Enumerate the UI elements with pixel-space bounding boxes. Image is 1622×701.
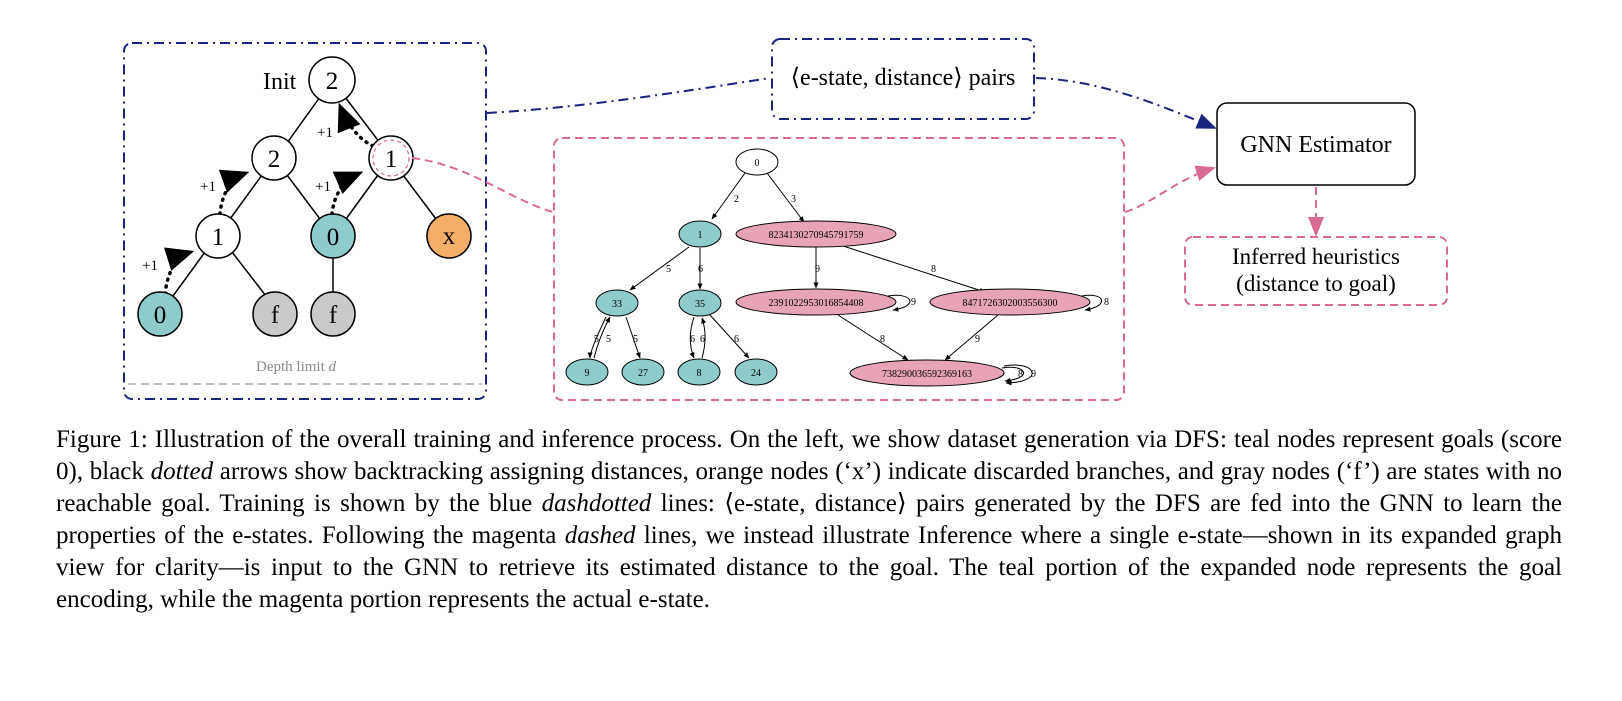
inference-path [411,137,1216,401]
svg-text:8: 8 [697,368,702,379]
svg-text:1: 1 [385,146,398,173]
estate-node-goal: 9 [565,358,609,386]
edge-label: 3 [791,194,796,205]
figure-caption: Figure 1: Illustration of the overall tr… [56,426,1562,613]
estate-node-goal: 35 [678,289,722,317]
training-path: ⟨e-state, distance⟩ pairs [486,38,1217,129]
edge-label: 9 [815,264,820,275]
svg-text:1: 1 [698,230,703,241]
svg-text:33: 33 [612,299,622,310]
tree-node-goal: 0 [137,291,183,337]
estate-node-goal: 8 [677,358,721,386]
svg-text:0: 0 [154,302,167,329]
pairs-label: ⟨e-state, distance⟩ pairs [791,65,1016,91]
edge-label: 2 [734,194,739,205]
pairs-box [771,38,1035,120]
backtrack-arrows [163,102,375,296]
backtrack-label: +1 [200,179,216,195]
estate-node-state: 8234130270945791759 [735,220,897,248]
svg-text:2391022953016854408: 2391022953016854408 [769,298,864,309]
svg-text:0: 0 [327,224,340,251]
dfs-tree-edges [172,96,437,297]
estate-node-state: 738290036592369163 [849,359,1005,387]
edge-label: 6 [700,334,705,345]
edge-label: 9 [911,297,916,308]
svg-text:738290036592369163: 738290036592369163 [882,369,972,380]
svg-text:f: f [329,302,338,329]
svg-text:f: f [271,302,280,329]
pairs-to-gnn-arrow [1035,77,1217,129]
svg-text:9: 9 [585,368,590,379]
tree-node-root: 2 [308,56,356,104]
estate-graph: 2 3 5 6 9 8 5 5 5 6 6 6 9 8 8 9 8 9 0 [565,148,1109,387]
svg-text:2: 2 [268,146,281,173]
edge-label: 8 [880,334,885,345]
svg-text:1: 1 [212,224,225,251]
edge-label: 5 [666,264,671,275]
estate-node-goal: 1 [678,220,722,248]
node-to-estate-line [411,157,554,213]
tree-node-failed: f [310,291,356,337]
tree-node-failed: f [252,291,298,337]
svg-text:GNN Estimator: GNN Estimator [1240,132,1391,158]
depth-limit-label: Depth limit d [256,359,337,375]
svg-text:35: 35 [695,299,705,310]
svg-text:24: 24 [751,368,761,379]
backtrack-labels: +1 +1 +1 +1 [142,125,333,274]
svg-text:8234130270945791759: 8234130270945791759 [769,230,864,241]
training-inference-figure: Depth limit d +1 +1 +1 +1 Init [123,38,1448,401]
svg-text:0: 0 [755,158,760,169]
tree-node-goal: 0 [310,213,356,259]
edge-label: 5 [633,334,638,345]
dfs-to-pairs-line [486,77,771,114]
estate-nodes: 0 1 8234130270945791759 33 35 2391022953… [565,148,1091,387]
estate-node-state: 8471726302003556300 [929,288,1091,316]
dfs-panel-border [123,42,487,400]
dfs-panel: Depth limit d +1 +1 +1 +1 Init [123,42,487,400]
estate-node-goal: 24 [734,358,778,386]
edge-label: 5 [594,334,599,345]
edge-label: 9 [1031,369,1036,380]
edge-label: 6 [734,334,739,345]
svg-text:x: x [443,223,456,250]
svg-text:2: 2 [326,68,339,95]
backtrack-label: +1 [315,179,331,195]
backtrack-label: +1 [317,125,333,141]
estate-edges [587,172,1102,386]
edge-label: 8 [1018,369,1023,380]
svg-text:27: 27 [638,368,648,379]
edge-label: 6 [690,334,695,345]
estate-panel-border [553,137,1125,401]
estate-node-state: 2391022953016854408 [735,288,897,316]
dfs-nodes: 2 2 1 1 0 x [137,56,472,337]
estate-to-gnn-arrow [1124,165,1216,213]
heuristics-box: Inferred heuristics (distance to goal) [1184,236,1448,306]
estate-edge-labels: 2 3 5 6 9 8 5 5 5 6 6 6 9 8 8 9 8 9 [594,194,1109,380]
edge-label: 8 [931,264,936,275]
tree-node-discarded: x [426,213,472,259]
svg-text:8471726302003556300: 8471726302003556300 [963,298,1058,309]
gnn-estimator: GNN Estimator [1216,102,1416,186]
estate-node-goal: 33 [595,289,639,317]
edge-label: 8 [1104,297,1109,308]
edge-label: 6 [698,264,703,275]
tree-node-right: 1 [368,135,414,181]
estate-node: 0 [735,148,779,176]
tree-node-ll: 1 [195,213,241,259]
backtrack-label: +1 [142,258,158,274]
svg-text:Inferred heuristics: Inferred heuristics [1232,244,1400,269]
estate-node-goal: 27 [621,358,665,386]
tree-node-left: 2 [251,135,297,181]
edge-label: 9 [975,334,980,345]
svg-text:(distance to goal): (distance to goal) [1236,271,1396,296]
init-label: Init [263,69,297,95]
edge-label: 5 [606,334,611,345]
